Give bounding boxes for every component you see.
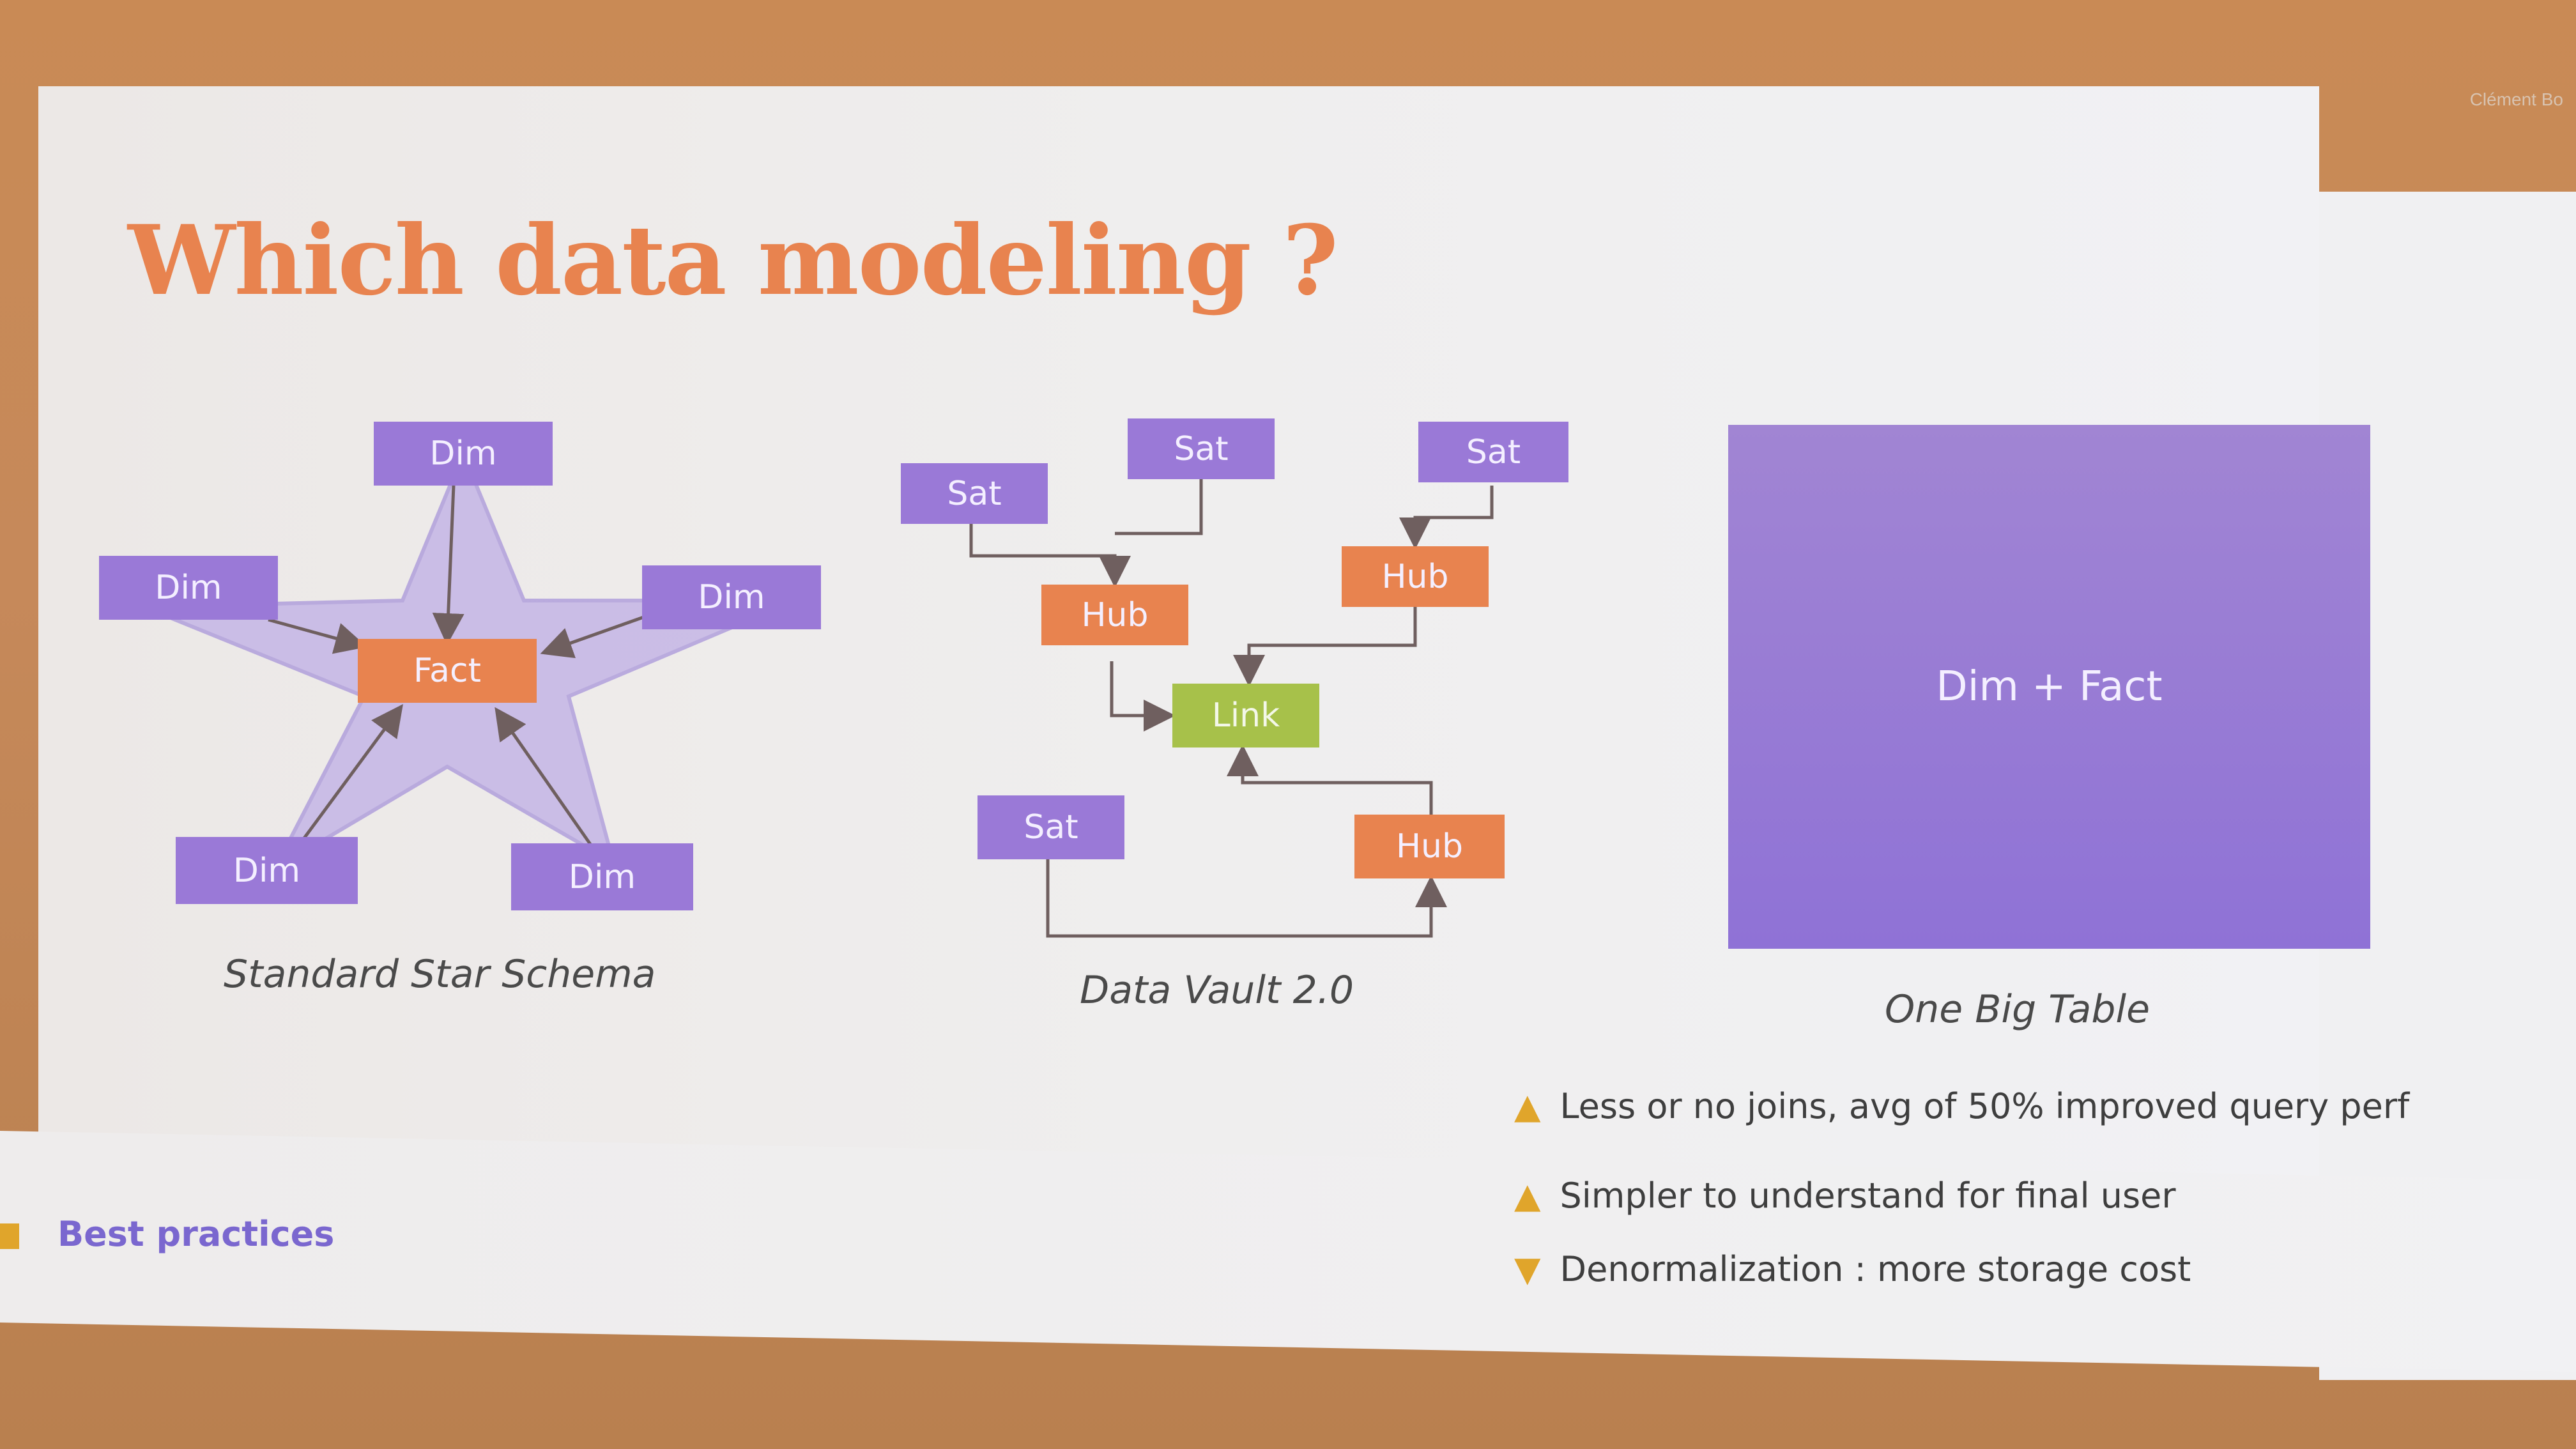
bullet-1-text: Less or no joins, avg of 50% improved qu… xyxy=(1560,1086,2410,1126)
bookmark-icon xyxy=(0,1223,19,1250)
presenter-name: Clément Bo xyxy=(2469,89,2563,109)
vault-hub-box-1: Hub xyxy=(1041,585,1188,645)
vault-hub-box-3: Hub xyxy=(1354,815,1505,878)
vault-link-box: Link xyxy=(1172,684,1319,747)
vault-sat-box-3: Sat xyxy=(1418,422,1568,482)
bullet-3-text: Denormalization : more storage cost xyxy=(1560,1249,2191,1289)
thumbs-up-icon: ▲ xyxy=(1514,1176,1541,1216)
vault-sat-box-2: Sat xyxy=(1128,418,1275,479)
bullet-3: ▼ Denormalization : more storage cost xyxy=(1514,1249,2421,1290)
vault-sat-box-1: Sat xyxy=(901,463,1048,524)
one-big-table-caption: One Big Table xyxy=(1885,987,2150,1032)
bullet-2: ▲ Simpler to understand for final user xyxy=(1514,1176,2421,1216)
thumbs-up-icon: ▲ xyxy=(1514,1086,1541,1126)
one-big-table-box: Dim + Fact xyxy=(1728,425,2370,949)
thumbs-down-icon: ▼ xyxy=(1514,1249,1541,1289)
bullet-1: ▲ Less or no joins, avg of 50% improved q… xyxy=(1514,1086,2421,1127)
data-vault-caption: Data Vault 2.0 xyxy=(1080,968,1354,1013)
star-schema-caption: Standard Star Schema xyxy=(224,952,656,997)
star-fact-box: Fact xyxy=(358,639,537,703)
vault-sat-box-4: Sat xyxy=(977,795,1124,859)
bullet-2-text: Simpler to understand for final user xyxy=(1560,1176,2176,1216)
star-dim-box-bottom-left: Dim xyxy=(176,837,358,904)
slide-footer: Best practices xyxy=(0,1214,334,1254)
slide-title: Which data modeling ? xyxy=(128,204,1338,317)
star-dim-box-right: Dim xyxy=(642,565,821,629)
star-dim-box-top: Dim xyxy=(374,422,553,486)
star-dim-box-bottom-right: Dim xyxy=(511,843,693,910)
star-dim-box-left: Dim xyxy=(99,556,278,620)
footer-label: Best practices xyxy=(57,1214,335,1254)
vault-hub-box-2: Hub xyxy=(1342,546,1489,607)
